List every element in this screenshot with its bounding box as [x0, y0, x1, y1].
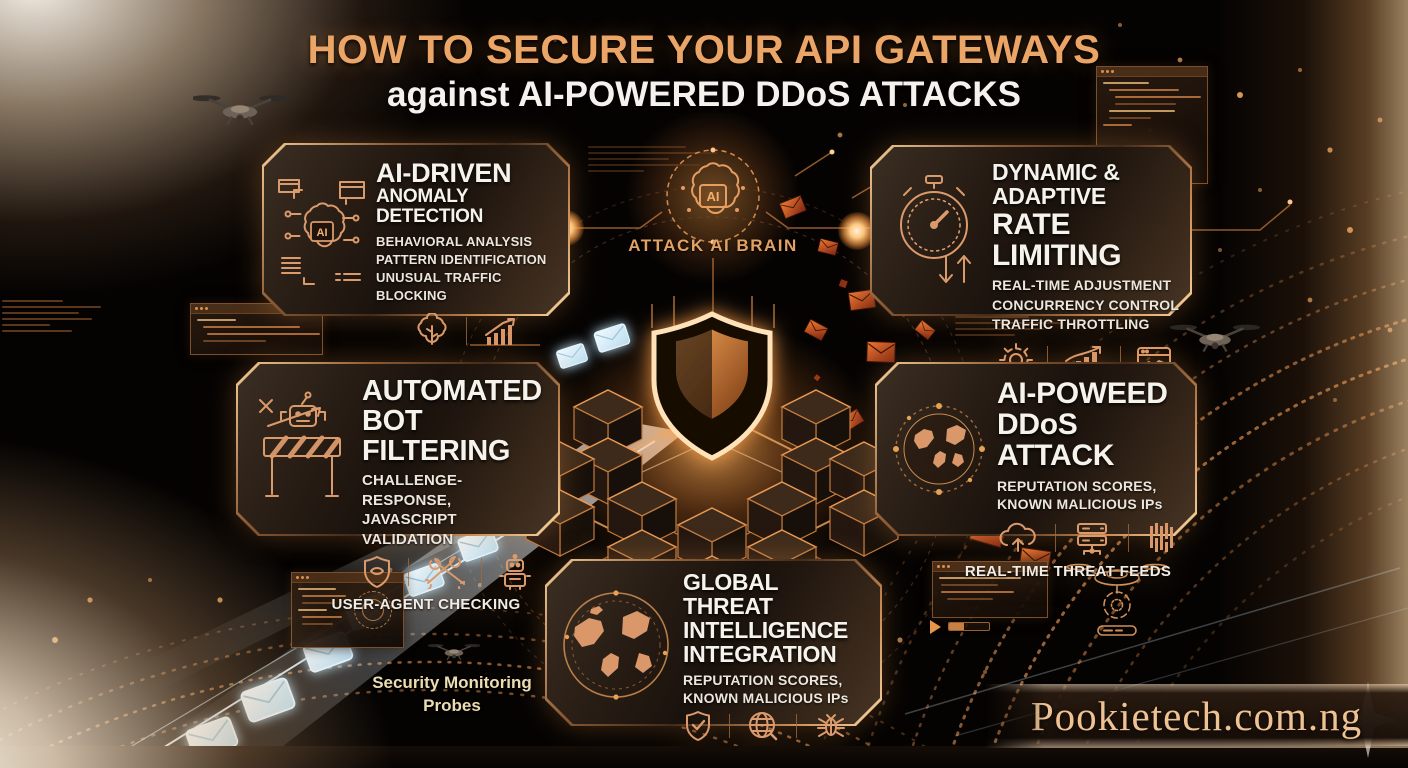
panel-heading: AI-POWEED: [997, 377, 1168, 410]
panel-heading: ANOMALY DETECTION: [376, 186, 484, 227]
probes-line-1: Security Monitoring: [372, 673, 532, 692]
drone-outline-bottom-right: [1066, 563, 1168, 636]
neural-tree-icon: [412, 313, 452, 349]
probes-label: Security Monitoring Probes: [342, 672, 562, 718]
bottom-dark-strip: [0, 746, 1408, 768]
panel-line: REPUTATION SCORES,: [997, 477, 1157, 494]
code-terminal-bottom-right: [932, 561, 1048, 618]
panel-rate-limiting: DYNAMIC & ADAPTIVE RATE LIMITING REAL-TI…: [870, 145, 1192, 377]
panel-heading: DDoS ATTACK: [997, 408, 1115, 473]
shield-icon: [362, 555, 392, 589]
progress-bar: [948, 622, 990, 631]
panel-frame: [870, 145, 1192, 316]
panel-line: TRAFFIC THROTTLING: [992, 316, 1150, 333]
robot-icon: [498, 554, 532, 591]
panel-global-threat-intel: GLOBAL THREAT INTELLIGENCE INTEGRATION R…: [545, 559, 882, 768]
panel-line: KNOWN MALICIOUS IPs: [997, 496, 1163, 513]
robot-barricade-icon: [250, 376, 354, 526]
code-terminal-left: [190, 303, 323, 355]
world-map-icon: [557, 571, 675, 718]
shield-icon: [651, 311, 773, 461]
stopwatch-arrows-icon: [884, 159, 984, 306]
fingerprint-icon: [1145, 520, 1179, 556]
panel-footer: REAL-TIME THREAT FEEDS: [964, 563, 1172, 581]
faint-code-right: [955, 316, 1075, 336]
watermark-banner: Pookietech.com.ng: [985, 684, 1408, 748]
play-icon: [930, 620, 941, 634]
cloud-upload-icon: [997, 521, 1039, 555]
panel-heading: AI-DRIVEN: [376, 158, 512, 188]
panel-line: BEHAVIORAL ANALYSIS: [376, 233, 533, 249]
probes-line-2: Probes: [423, 695, 481, 715]
server-stack-icon: [1072, 520, 1112, 556]
bug-icon: [813, 710, 849, 742]
ai-chip-label-small: AI: [317, 227, 328, 239]
title-block: HOW TO SECURE YOUR API GATEWAYS against …: [0, 28, 1408, 115]
drone-right: [1170, 323, 1260, 353]
ai-brain-chip-icon: AI: [276, 157, 368, 306]
shield-check-icon: [683, 710, 713, 742]
title-line-1: HOW TO SECURE YOUR API GATEWAYS: [307, 28, 1101, 72]
title-line-2: against AI-POWERED DDoS ATTACKS: [387, 75, 1021, 114]
faint-code-top-center: [588, 146, 728, 172]
panel-footer: USER-AGENT CHECKING: [331, 596, 521, 614]
panel-anomaly-detection: AI AI-DRIVEN ANOMALY D: [262, 143, 570, 346]
panel-bot-filtering: AUTOMATED BOT FILTERING CHALLENGE-RESPON…: [236, 362, 560, 613]
drone-probes: [428, 643, 480, 661]
panel-line: KNOWN MALICIOUS IPs: [683, 689, 849, 706]
brain-glow: [625, 108, 801, 284]
crossed-wrenches-icon: [425, 555, 465, 590]
panel-line: UNUSUAL TRAFFIC BLOCKING: [376, 269, 502, 304]
ai-brain-icon: AI: [666, 147, 760, 245]
panel-heading: RATE LIMITING: [992, 207, 1122, 272]
faint-code-left-edge: [2, 300, 112, 332]
panel-line: PATTERN IDENTIFICATION: [376, 251, 547, 267]
panel-line: REAL-TIME ADJUSTMENT: [992, 277, 1172, 294]
panel-line: CHALLENGE-RESPONSE,: [362, 472, 463, 509]
growth-chart-icon: [481, 313, 523, 349]
panel-heading: INTELLIGENCE: [683, 616, 849, 643]
ai-chip-label: AI: [707, 189, 720, 204]
panel-ddos-attack: AI-POWEED DDoS ATTACK REPUTATION SCORES,…: [875, 362, 1197, 580]
panel-line: REPUTATION SCORES,: [683, 671, 843, 688]
panel-heading: INTEGRATION: [683, 640, 837, 667]
attack-ai-brain-caption: ATTACK AI BRAIN: [628, 236, 798, 255]
globe-icon: [746, 710, 780, 742]
panel-heading: BOT FILTERING: [362, 405, 511, 468]
panel-heading: AUTOMATED: [362, 375, 542, 407]
panel-line: JAVASCRIPT VALIDATION: [362, 511, 457, 548]
attack-ai-brain-graphic: AI: [625, 108, 801, 284]
watermark-text: Pookietech.com.ng: [1030, 693, 1363, 739]
panel-frame: [545, 559, 882, 726]
globe-map-icon: [889, 376, 989, 526]
panel-line: CONCURRENCY CONTROL: [992, 296, 1180, 313]
panel-heading: GLOBAL THREAT: [683, 569, 778, 619]
panel-heading: DYNAMIC & ADAPTIVE: [992, 159, 1120, 209]
